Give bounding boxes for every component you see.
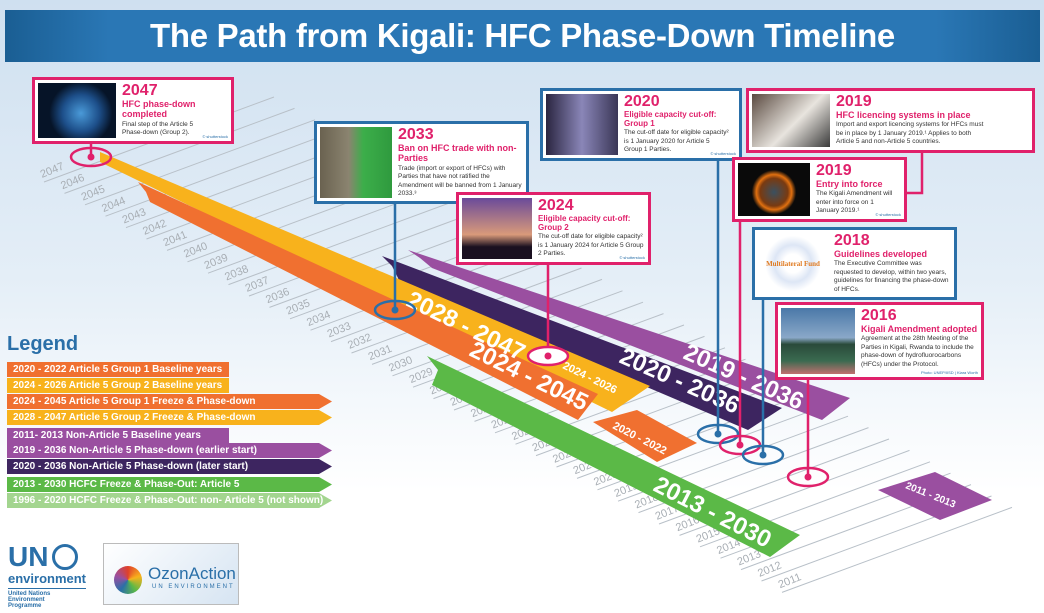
year-gridline (248, 210, 480, 297)
callout-heading: Guidelines developed (834, 249, 928, 259)
ozonaction-logo: OzonAction UN ENVIRONMENT (103, 543, 239, 605)
legend-title: Legend (7, 333, 79, 355)
callout-body: Import and export licencing systems for … (836, 121, 984, 146)
marker-2020 (696, 423, 740, 445)
year-label: 2047 (39, 160, 66, 180)
callout-heading: HFC phase-down completed (122, 99, 196, 120)
multilateral-fund-logo-text: Multilateral Fund (766, 259, 820, 268)
callout-year: 2018 (834, 232, 870, 249)
legend-item: 2019 - 2036 Non-Article 5 Phase-down (ea… (7, 443, 332, 458)
industrial-plant-image (546, 94, 618, 155)
factory-image (462, 198, 532, 259)
photo-credit: © shutterstock (619, 254, 645, 260)
photo-credit: © shutterstock (710, 150, 736, 156)
callout-body: The cut-off date for eligible capacity² … (538, 233, 644, 258)
legend-item: 2020 - 2022 Article 5 Group 1 Baseline y… (7, 362, 229, 377)
callout-heading: Entry into force (816, 179, 883, 189)
ozonaction-subtext: UN ENVIRONMENT (152, 584, 235, 590)
year-gridline (228, 199, 459, 286)
callout-year: 2019 (836, 93, 872, 110)
ribbon-2020-2036 (382, 256, 782, 430)
ribbon-2020-2022 (593, 410, 697, 462)
un-environment-logo: UN environment United Nations Environmen… (8, 541, 87, 609)
callout-body: The Kigali Amendment will enter into for… (816, 190, 893, 215)
marker-2016 (786, 466, 830, 488)
photo-credit: © shutterstock (202, 133, 228, 139)
ribbon-2011-2013 (878, 472, 992, 520)
un-emblem-icon (52, 544, 79, 570)
callout-body: Trade (import or export of HFCs) with Pa… (398, 164, 522, 197)
man-reading-image (752, 94, 830, 147)
cylinder-valve-image (320, 127, 392, 199)
callout-body: The Executive Committee was requested to… (834, 260, 949, 293)
callout-heading: HFC licencing systems in place (836, 110, 971, 120)
callout-year: 2047 (122, 82, 158, 99)
un-logo-text: UN (8, 541, 49, 572)
callout-body: Final step of the Article 5 Phase-down (… (122, 120, 194, 137)
callout-body: Agreement at the 28th Meeting of the Par… (861, 335, 974, 368)
legend-item: 1996 - 2020 HCFC Freeze & Phase-Out: non… (7, 493, 332, 508)
legend-item: 2024 - 2045 Article 5 Group 1 Freeze & P… (7, 394, 332, 409)
callout-heading: Eligible capacity cut-off: Group 2 (538, 214, 631, 233)
marker-2018 (741, 444, 785, 466)
year-gridline (84, 119, 316, 206)
legend-item: 2028 - 2047 Article 5 Group 2 Freeze & P… (7, 410, 332, 425)
callout-body: The cut-off date for eligible capacity² … (624, 129, 729, 154)
callout-heading: Eligible capacity cut-off: Group 1 (624, 110, 717, 129)
marker-2033 (373, 299, 417, 321)
marker-2047 (69, 146, 113, 168)
ribbon-2028-2047 (100, 152, 650, 412)
callout-year: 2024 (538, 197, 574, 214)
ribbon-2024-2045 (138, 182, 598, 420)
callout-heading: Ban on HFC trade with non-Parties (398, 143, 517, 164)
title-banner: The Path from Kigali: HFC Phase-Down Tim… (5, 10, 1040, 62)
callout-year: 2016 (861, 307, 897, 324)
callout-heading: Kigali Amendment adopted (861, 324, 978, 334)
environment-text: environment (8, 571, 87, 589)
callout-year: 2019 (816, 162, 852, 179)
year-gridline (105, 130, 336, 217)
page-title: The Path from Kigali: HFC Phase-Down Tim… (150, 17, 895, 54)
ribbon-2013-2030 (427, 356, 800, 557)
year-gridline (781, 506, 1013, 593)
callout-year: 2033 (398, 126, 434, 143)
photo-credit: © shutterstock (875, 211, 901, 217)
legend-item: 2011- 2013 Non-Article 5 Baseline years (7, 428, 229, 443)
globe-collage-icon (114, 566, 142, 594)
unep-text: United Nations Environment Programme (8, 591, 51, 609)
legend-item: 2013 - 2030 HCFC Freeze & Phase-Out: Art… (7, 477, 332, 492)
legend-item: 2020 - 2036 Non-Article 5 Phase-down (la… (7, 459, 332, 474)
year-gridline (64, 107, 295, 194)
photo-credit: Photo: UNEP/IISD | Kiara Worth (921, 370, 978, 376)
connector-2019-licencing (906, 148, 924, 195)
multilateral-fund-logo: Multilateral Fund (758, 233, 828, 295)
earth-image (38, 83, 116, 138)
ozonaction-text: OzonAction (148, 564, 236, 583)
callout-year: 2020 (624, 93, 660, 110)
kigali-convention-centre-image (781, 308, 855, 375)
burning-earth-image (738, 163, 810, 216)
legend-item: 2024 - 2026 Article 5 Group 2 Baseline y… (7, 378, 229, 393)
